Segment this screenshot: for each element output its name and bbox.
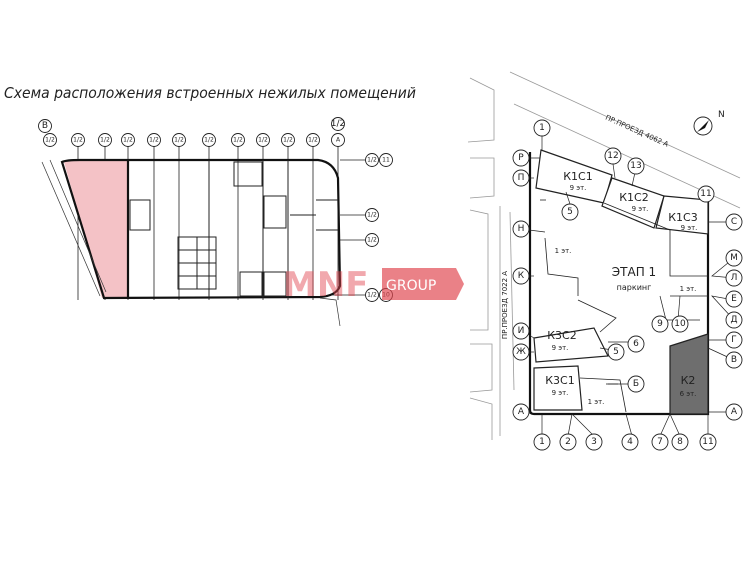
curb-lines — [41, 159, 341, 327]
axis-label: 1/2 — [100, 137, 110, 144]
highlighted-premises — [64, 160, 128, 298]
site-axis-bubbles: 1 12 13 Р П 11 С 5 Н К М Л Е Д 9 10 Г В … — [512, 119, 743, 451]
axis-bubble: К — [518, 271, 525, 281]
axis-bubble: А — [518, 407, 525, 417]
axis-bubble: 9 — [657, 319, 663, 329]
one-floor-label: 1 эт. — [680, 285, 697, 293]
site-boundary — [528, 152, 710, 416]
axis-bubble: 7 — [657, 437, 663, 447]
k2-name: К2 — [681, 374, 696, 387]
building-outline — [60, 158, 342, 300]
axis-label: 1/2 — [367, 292, 377, 299]
axis-bubble: 2 — [565, 437, 571, 447]
compass-icon: N — [693, 110, 725, 136]
axis-bubble: Н — [518, 224, 525, 234]
axis-bubble: А — [731, 407, 738, 417]
axis-label-v: В — [42, 121, 48, 131]
axis-bubble: 1 — [539, 123, 545, 133]
compass-north-label: N — [718, 110, 725, 120]
axis-bubble: 4 — [627, 437, 633, 447]
k1c1-name: К1С1 — [563, 170, 593, 183]
axis-bubble: М — [730, 253, 738, 263]
axis-label: 1/2 — [233, 137, 243, 144]
axis-label: 1/2 — [367, 212, 377, 219]
site-plan: ПР.ПРОЕЗД 4062 А ПР.ПРОЕЗД 7022 А N — [467, 71, 743, 451]
watermark-tag — [382, 268, 464, 300]
page-title: Схема расположения встроенных нежилых по… — [4, 84, 416, 102]
axis-bubble: Г — [731, 335, 737, 345]
axis-label: 1/2 — [73, 137, 83, 144]
axis-bubble: 1 — [539, 437, 545, 447]
axis-bubble: Д — [730, 315, 737, 325]
interior-walls — [129, 160, 338, 298]
one-floor-label: 1 эт. — [555, 247, 572, 255]
axis-bubble: И — [518, 326, 525, 336]
axis-bubble: 10 — [674, 319, 686, 329]
k3c2-floors: 9 эт. — [552, 344, 569, 352]
watermark-left-text: MNF — [283, 265, 369, 305]
axis-bubble: 11 — [702, 437, 713, 447]
stage-sublabel: паркинг — [617, 283, 652, 292]
road-top-label: ПР.ПРОЕЗД 4062 А — [604, 114, 670, 149]
k2-floors: 6 эт. — [680, 390, 697, 398]
k1c3-name: К1С3 — [668, 211, 698, 224]
k3c1-floors: 9 эт. — [552, 389, 569, 397]
axis-label: А — [336, 137, 341, 144]
axis-label: 1/2 — [258, 137, 268, 144]
axis-label: 1/2 — [149, 137, 159, 144]
axis-label: 1/2 — [367, 157, 377, 164]
axis-bubble: Е — [731, 294, 737, 304]
building-blocks — [533, 149, 709, 415]
axis-label: 1/2 — [283, 137, 293, 144]
axis-label-a: 1/2 — [331, 119, 345, 129]
k1c2-floors: 9 эт. — [632, 205, 649, 213]
axis-bubble: Л — [731, 273, 738, 283]
top-axis-bubbles: В 1/2 1/2 1/2 1/2 1/2 1/2 1/2 1/2 1/2 1/… — [38, 117, 345, 147]
axis-bubble: Р — [518, 153, 524, 163]
axis-bubble: 5 — [567, 207, 573, 217]
axis-label: 1/2 — [123, 137, 133, 144]
one-floor-label: 1 эт. — [588, 398, 605, 406]
axis-label: 1/2 — [174, 137, 184, 144]
k1c1-floors: 9 эт. — [570, 184, 587, 192]
axis-label: 11 — [382, 157, 390, 164]
axis-bubble: С — [731, 217, 737, 227]
axis-bubble: 11 — [700, 189, 711, 199]
axis-bubble: Ж — [516, 347, 526, 357]
k3c1-name: К3С1 — [545, 374, 575, 387]
axis-bubble: 3 — [591, 437, 597, 447]
k3c2-name: К3С2 — [547, 329, 577, 342]
floor-plan: В 1/2 1/2 1/2 1/2 1/2 1/2 1/2 1/2 1/2 1/… — [38, 117, 393, 327]
axis-label: 1/2 — [204, 137, 214, 144]
axis-bubble: 6 — [633, 339, 639, 349]
axis-bubble: 5 — [613, 347, 619, 357]
watermark: MNF GROUP — [283, 265, 464, 305]
axis-bubble: 8 — [677, 437, 683, 447]
axis-bubble: П — [518, 173, 525, 183]
axis-bubble: 12 — [607, 151, 618, 161]
axis-bubble: В — [731, 355, 737, 365]
watermark-right-text: GROUP — [386, 278, 436, 294]
axis-label: 1/2 — [308, 137, 318, 144]
axis-label: 1/2 — [367, 237, 377, 244]
axis-bubble: 13 — [630, 161, 641, 171]
axis-label: 1/2 — [45, 137, 55, 144]
stage-label: ЭТАП 1 — [612, 265, 656, 279]
k1c3-floors: 9 эт. — [681, 224, 698, 232]
k1c2-name: К1С2 — [619, 191, 649, 204]
road-left-label: ПР.ПРОЕЗД 7022 А — [501, 271, 509, 339]
axis-bubble: Б — [633, 379, 639, 389]
